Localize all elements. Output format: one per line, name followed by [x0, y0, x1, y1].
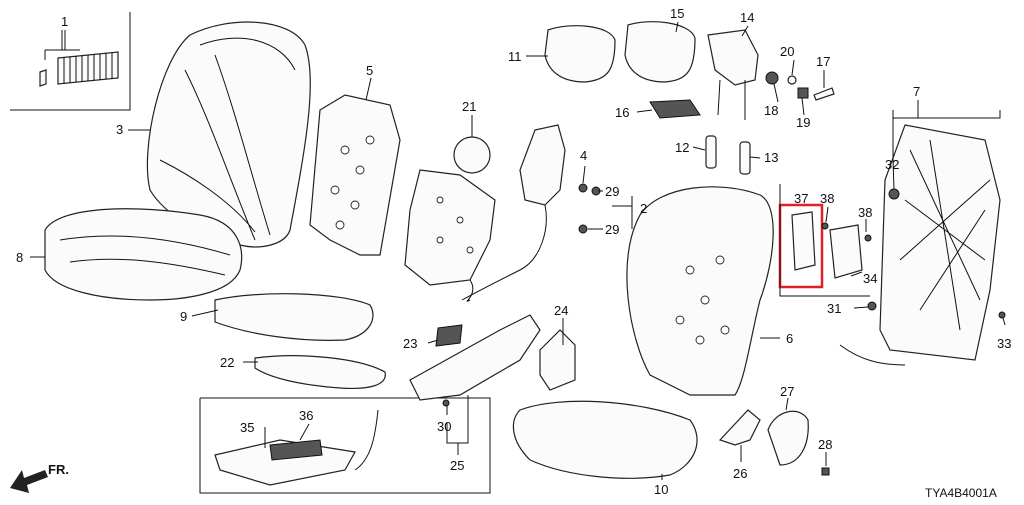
- callout-33: 33: [997, 336, 1011, 351]
- callout-22: 22: [220, 355, 234, 370]
- callout-26: 26: [733, 466, 747, 481]
- part-seat-back-heater: [404, 136, 496, 302]
- callout-15: 15: [670, 6, 684, 21]
- part-37-highlighted: [778, 203, 872, 289]
- callout-38a: 38: [820, 191, 834, 206]
- callout-29a: 29: [605, 184, 619, 199]
- callout-labels: 1 2 3 4 5 6 7 8 9 10 11 12 13 14 15 16 1…: [16, 6, 1011, 500]
- callout-18: 18: [764, 103, 778, 118]
- part-side-airbag: [461, 124, 566, 301]
- callout-37: 37: [794, 191, 808, 206]
- part-headrest-trims: [544, 21, 759, 120]
- part-seat-back-cover: [146, 21, 311, 248]
- front-marker-label: FR.: [48, 462, 69, 477]
- callout-7: 7: [913, 84, 920, 99]
- callout-29b: 29: [605, 222, 619, 237]
- part-seat-cushion-cover: [44, 208, 243, 301]
- callout-23: 23: [403, 336, 417, 351]
- part-seat-back-pad: [309, 94, 401, 256]
- part-nuts: [578, 183, 601, 234]
- part-seat-back-frame: [839, 124, 1006, 366]
- callout-11: 11: [508, 49, 522, 64]
- part-side-trim: [409, 314, 576, 407]
- callout-25: 25: [450, 458, 464, 473]
- callout-24: 24: [554, 303, 568, 318]
- leader-lines: [30, 21, 1006, 480]
- part-seat-back-frame-pad: [626, 186, 774, 396]
- callout-5: 5: [366, 63, 373, 78]
- callout-20: 20: [780, 44, 794, 59]
- inset-box-lower: [199, 397, 491, 494]
- part-cushion-frame-pad: [512, 400, 698, 479]
- callout-31: 31: [827, 301, 841, 316]
- callout-19: 19: [796, 115, 810, 130]
- callout-12: 12: [675, 140, 689, 155]
- callout-9: 9: [180, 309, 187, 324]
- callout-10: 10: [654, 482, 668, 497]
- callout-21: 21: [462, 99, 476, 114]
- callout-17: 17: [816, 54, 830, 69]
- callout-3: 3: [116, 122, 123, 137]
- part-recliner-covers: [718, 409, 830, 476]
- callout-34: 34: [863, 271, 877, 286]
- callout-4: 4: [580, 148, 587, 163]
- part-cushion-pad: [214, 293, 374, 341]
- callout-30: 30: [437, 419, 451, 434]
- inset-box-hog-rings: [10, 12, 131, 111]
- part-cushion-heater: [254, 355, 386, 390]
- callout-1: 1: [61, 14, 68, 29]
- callout-2: 2: [640, 201, 647, 216]
- part-headrest-guides: [705, 135, 751, 175]
- callout-28: 28: [818, 437, 832, 452]
- callout-35: 35: [240, 420, 254, 435]
- callout-38b: 38: [858, 205, 872, 220]
- front-direction-arrow-icon: [10, 470, 48, 493]
- part-small-fasteners: [765, 71, 835, 101]
- callout-6: 6: [786, 331, 793, 346]
- diagram-code: TYA4B4001A: [925, 486, 997, 500]
- callout-14: 14: [740, 10, 754, 25]
- callout-13: 13: [764, 150, 778, 165]
- callout-16: 16: [615, 105, 629, 120]
- callout-8: 8: [16, 250, 23, 265]
- callout-32: 32: [885, 157, 899, 172]
- callout-36: 36: [299, 408, 313, 423]
- callout-27: 27: [780, 384, 794, 399]
